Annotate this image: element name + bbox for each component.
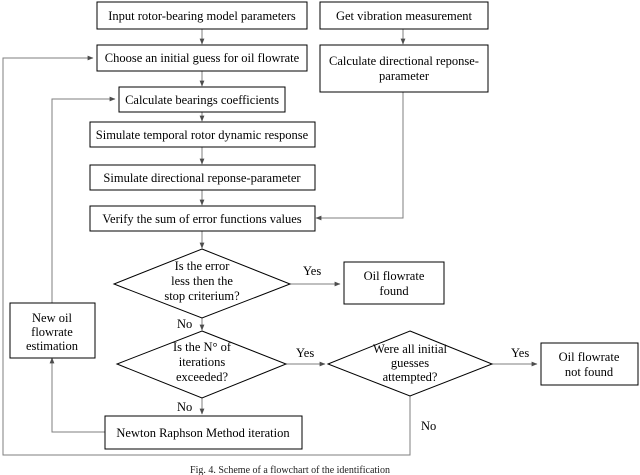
node-verify-label: Verify the sum of error functions values — [102, 212, 301, 226]
edge-labels: Yes No Yes No Yes No — [177, 264, 529, 433]
node-new-estimation-line2: flowrate — [31, 325, 73, 339]
node-get-vibration: Get vibration measurement — [319, 1, 489, 30]
node-sim-temporal-label: Simulate temporal rotor dynamic response — [96, 128, 309, 142]
decision-iterations: Is the N° of iterations exceeded? — [115, 330, 288, 399]
edge-estimation-to-bearings — [51, 96, 116, 303]
decision-error-line1: Is the error — [175, 259, 231, 273]
node-get-vibration-label: Get vibration measurement — [336, 9, 473, 23]
node-initial-guess: Choose an initial guess for oil flowrate — [96, 44, 308, 72]
node-new-estimation-line1: New oil — [32, 311, 72, 325]
node-calc-directional-line1: Calculate directional reponse- — [329, 54, 479, 68]
node-verify: Verify the sum of error functions values — [89, 205, 316, 232]
node-calc-directional-line2: parameter — [379, 69, 430, 83]
node-sim-directional: Simulate directional reponse-parameter — [89, 164, 316, 191]
node-calc-bearings: Calculate bearings coefficients — [118, 86, 286, 113]
node-sim-temporal: Simulate temporal rotor dynamic response — [89, 121, 316, 148]
edge-calc-to-verify — [315, 92, 404, 221]
label-no-iterations: No — [177, 400, 192, 414]
node-calc-bearings-label: Calculate bearings coefficients — [125, 93, 279, 107]
decision-guesses-line2: guesses — [391, 356, 429, 370]
edges — [2, 29, 538, 456]
label-yes-guesses: Yes — [511, 346, 529, 360]
node-newton-label: Newton Raphson Method iteration — [116, 426, 290, 440]
edge-newton-to-estimation — [49, 357, 105, 433]
node-initial-guess-label: Choose an initial guess for oil flowrate — [105, 51, 300, 65]
node-not-found-line1: Oil flowrate — [559, 350, 620, 364]
figure-caption: Fig. 4. Scheme of a flowchart of the ide… — [190, 465, 390, 475]
decision-iterations-line2: iterations — [179, 355, 226, 369]
node-newton-raphson: Newton Raphson Method iteration — [104, 415, 303, 450]
decision-guesses: Were all initial guesses attempted? — [326, 330, 494, 397]
node-sim-directional-label: Simulate directional reponse-parameter — [103, 171, 301, 185]
label-yes-iterations: Yes — [296, 346, 314, 360]
node-found-line2: found — [379, 284, 409, 298]
decision-error-line3: stop criterium? — [164, 289, 240, 303]
decision-error: Is the error less then the stop criteriu… — [112, 248, 292, 319]
node-input-parameters: Input rotor-bearing model parameters — [96, 1, 308, 30]
decision-guesses-line1: Were all initial — [373, 342, 447, 356]
node-oil-flowrate-found: Oil flowrate found — [343, 261, 445, 305]
node-new-estimation-line3: estimation — [26, 339, 79, 353]
node-calc-directional: Calculate directional reponse- parameter — [319, 44, 489, 93]
edge-guesses-no — [2, 55, 411, 456]
node-input-label: Input rotor-bearing model parameters — [108, 9, 296, 23]
node-oil-flowrate-not-found: Oil flowrate not found — [540, 342, 639, 386]
node-new-estimation: New oil flowrate estimation — [9, 302, 96, 359]
decision-error-line2: less then the — [171, 274, 233, 288]
node-found-line1: Oil flowrate — [364, 269, 425, 283]
decision-iterations-line3: exceeded? — [176, 370, 228, 384]
label-yes-error: Yes — [303, 264, 321, 278]
node-not-found-line2: not found — [565, 365, 614, 379]
decision-guesses-line3: attempted? — [383, 370, 438, 384]
decision-iterations-line1: Is the N° of — [173, 340, 232, 354]
label-no-error: No — [177, 317, 192, 331]
label-no-guesses: No — [421, 419, 436, 433]
